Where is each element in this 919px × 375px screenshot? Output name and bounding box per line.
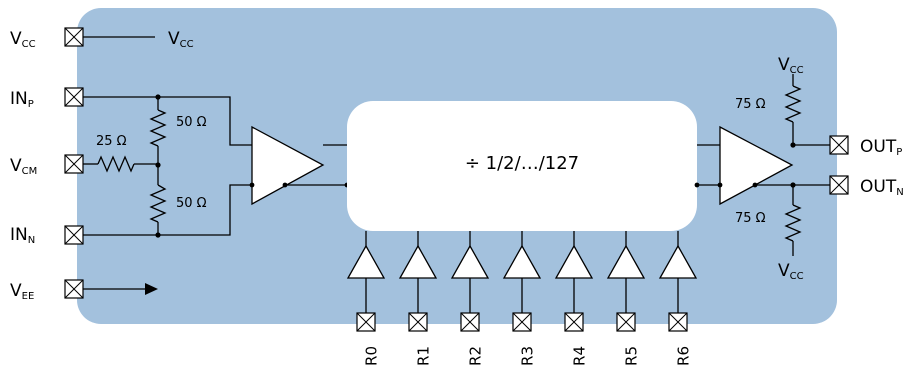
pin-vee [64,279,84,299]
pin-label-outn: OUTN [860,177,904,198]
pin-label-outp: OUTP [860,137,902,158]
pin-r6 [668,312,688,332]
pin-inn [64,225,84,245]
resistor-50-bottom [149,184,167,223]
divider-label: ÷ 1/2/…/127 [465,153,579,174]
resistor-25 [97,155,135,173]
pin-r2 [460,312,480,332]
pin-r3 [512,312,532,332]
supply-bottom-label: VCC [778,261,804,282]
pin-label-inn: INN [10,225,35,246]
pin-vcc [64,27,84,47]
select-pin-label: R0 [363,346,381,366]
pin-outp [829,135,849,155]
select-pin-label: R5 [623,346,641,366]
select-pin-label: R6 [675,346,693,366]
divider-block [347,101,697,231]
pin-label-vcm: VCM [10,156,37,177]
select-input-r6: R6 [658,231,698,366]
resistor-50-top [149,109,167,147]
select-input-r5: R5 [606,231,646,366]
select-pin-label: R2 [467,346,485,366]
pin-label-vee: VEE [10,281,34,302]
select-inputs: R0 R1 R2 R3 R4 R5 R6 [346,231,698,366]
resistor-75-top [784,85,802,123]
pin-label-inp: INP [10,89,34,110]
resistor-50-bottom-label: 50 Ω [176,196,207,211]
pin-vcm [64,154,84,174]
select-input-r1: R1 [398,231,438,366]
select-pin-label: R1 [415,346,433,366]
pin-r0 [356,312,376,332]
select-input-r0: R0 [346,231,386,366]
vee-arrow-icon [145,283,158,295]
pin-label-vcc: VCC [10,29,36,50]
supply-top-label: VCC [778,55,804,76]
resistor-75-bottom [784,204,802,242]
select-pin-label: R4 [571,346,589,366]
select-input-r4: R4 [554,231,594,366]
select-input-r3: R3 [502,231,542,366]
select-pin-label: R3 [519,346,537,366]
pin-r4 [564,312,584,332]
pin-r1 [408,312,428,332]
resistor-75-bottom-label: 75 Ω [735,211,766,226]
select-input-r2: R2 [450,231,490,366]
pin-inp [64,87,84,107]
pin-outn [829,175,849,195]
resistor-50-top-label: 50 Ω [176,115,207,130]
resistor-75-top-label: 75 Ω [735,97,766,112]
net-label-vcc: VCC [168,29,194,50]
pin-r5 [616,312,636,332]
resistor-25-label: 25 Ω [96,134,127,149]
